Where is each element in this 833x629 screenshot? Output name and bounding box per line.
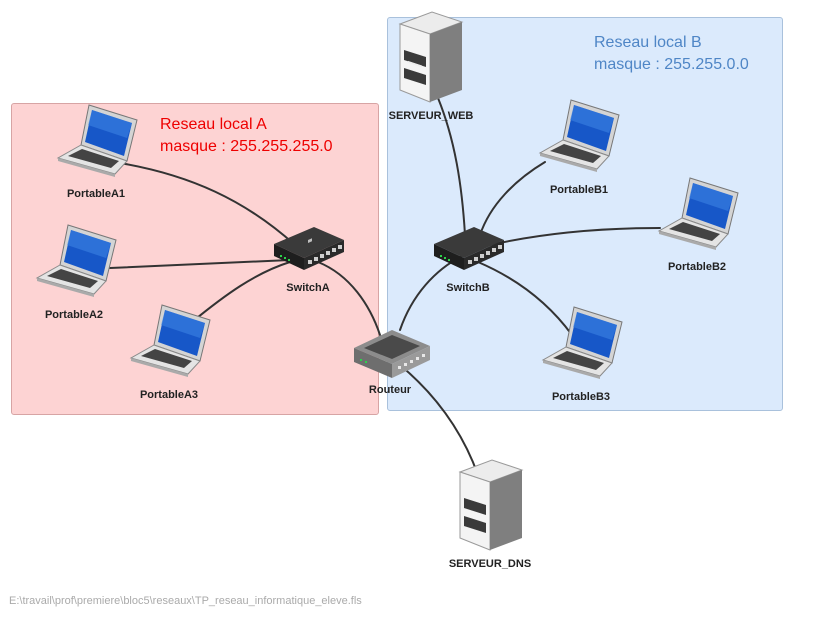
link-portablea3-switcha — [191, 261, 291, 323]
label-serveur-web: SERVEUR_WEB — [388, 110, 474, 122]
link-switcha-routeur — [317, 261, 381, 336]
zone-b-label: Reseau local B masque : 255.255.0.0 — [594, 32, 749, 76]
label-portable-b1: PortableB1 — [549, 184, 609, 196]
label-switch-b: SwitchB — [446, 282, 490, 294]
link-portablea1-switcha — [119, 162, 296, 246]
link-portableb3-switchb — [477, 261, 573, 336]
router-icon[interactable] — [352, 324, 432, 380]
link-routeur-serveurdns — [399, 364, 479, 476]
label-portable-a3: PortableA3 — [139, 389, 199, 401]
laptop-icon[interactable] — [128, 303, 213, 378]
label-portable-b3: PortableB3 — [551, 391, 611, 403]
zone-a-mask: masque : 255.255.255.0 — [160, 138, 333, 155]
laptop-icon[interactable] — [34, 223, 119, 298]
label-portable-a2: PortableA2 — [44, 309, 104, 321]
zone-a-title: Reseau local A — [160, 116, 267, 133]
switch-icon[interactable] — [272, 222, 346, 272]
laptop-icon[interactable] — [55, 103, 140, 178]
zone-b-mask: masque : 255.255.0.0 — [594, 56, 749, 73]
zone-a-label: Reseau local A masque : 255.255.255.0 — [160, 114, 333, 158]
server-icon[interactable] — [456, 458, 524, 553]
link-portableb2-switchb — [489, 227, 661, 246]
label-routeur: Routeur — [368, 384, 412, 396]
label-switch-a: SwitchA — [286, 282, 330, 294]
link-portableb1-switchb — [479, 161, 546, 236]
label-portable-b2: PortableB2 — [667, 261, 727, 273]
laptop-icon[interactable] — [540, 305, 625, 380]
switch-icon[interactable] — [432, 222, 506, 272]
link-serveurweb-switchb — [437, 97, 466, 236]
zone-b-title: Reseau local B — [594, 34, 702, 51]
label-portable-a1: PortableA1 — [66, 188, 126, 200]
server-icon[interactable] — [396, 10, 464, 105]
laptop-icon[interactable] — [656, 176, 741, 251]
label-serveur-dns: SERVEUR_DNS — [448, 558, 532, 570]
laptop-icon[interactable] — [537, 98, 622, 173]
link-portablea2-switcha — [109, 259, 291, 269]
file-path: E:\travail\prof\premiere\bloc5\reseaux\T… — [9, 595, 362, 607]
